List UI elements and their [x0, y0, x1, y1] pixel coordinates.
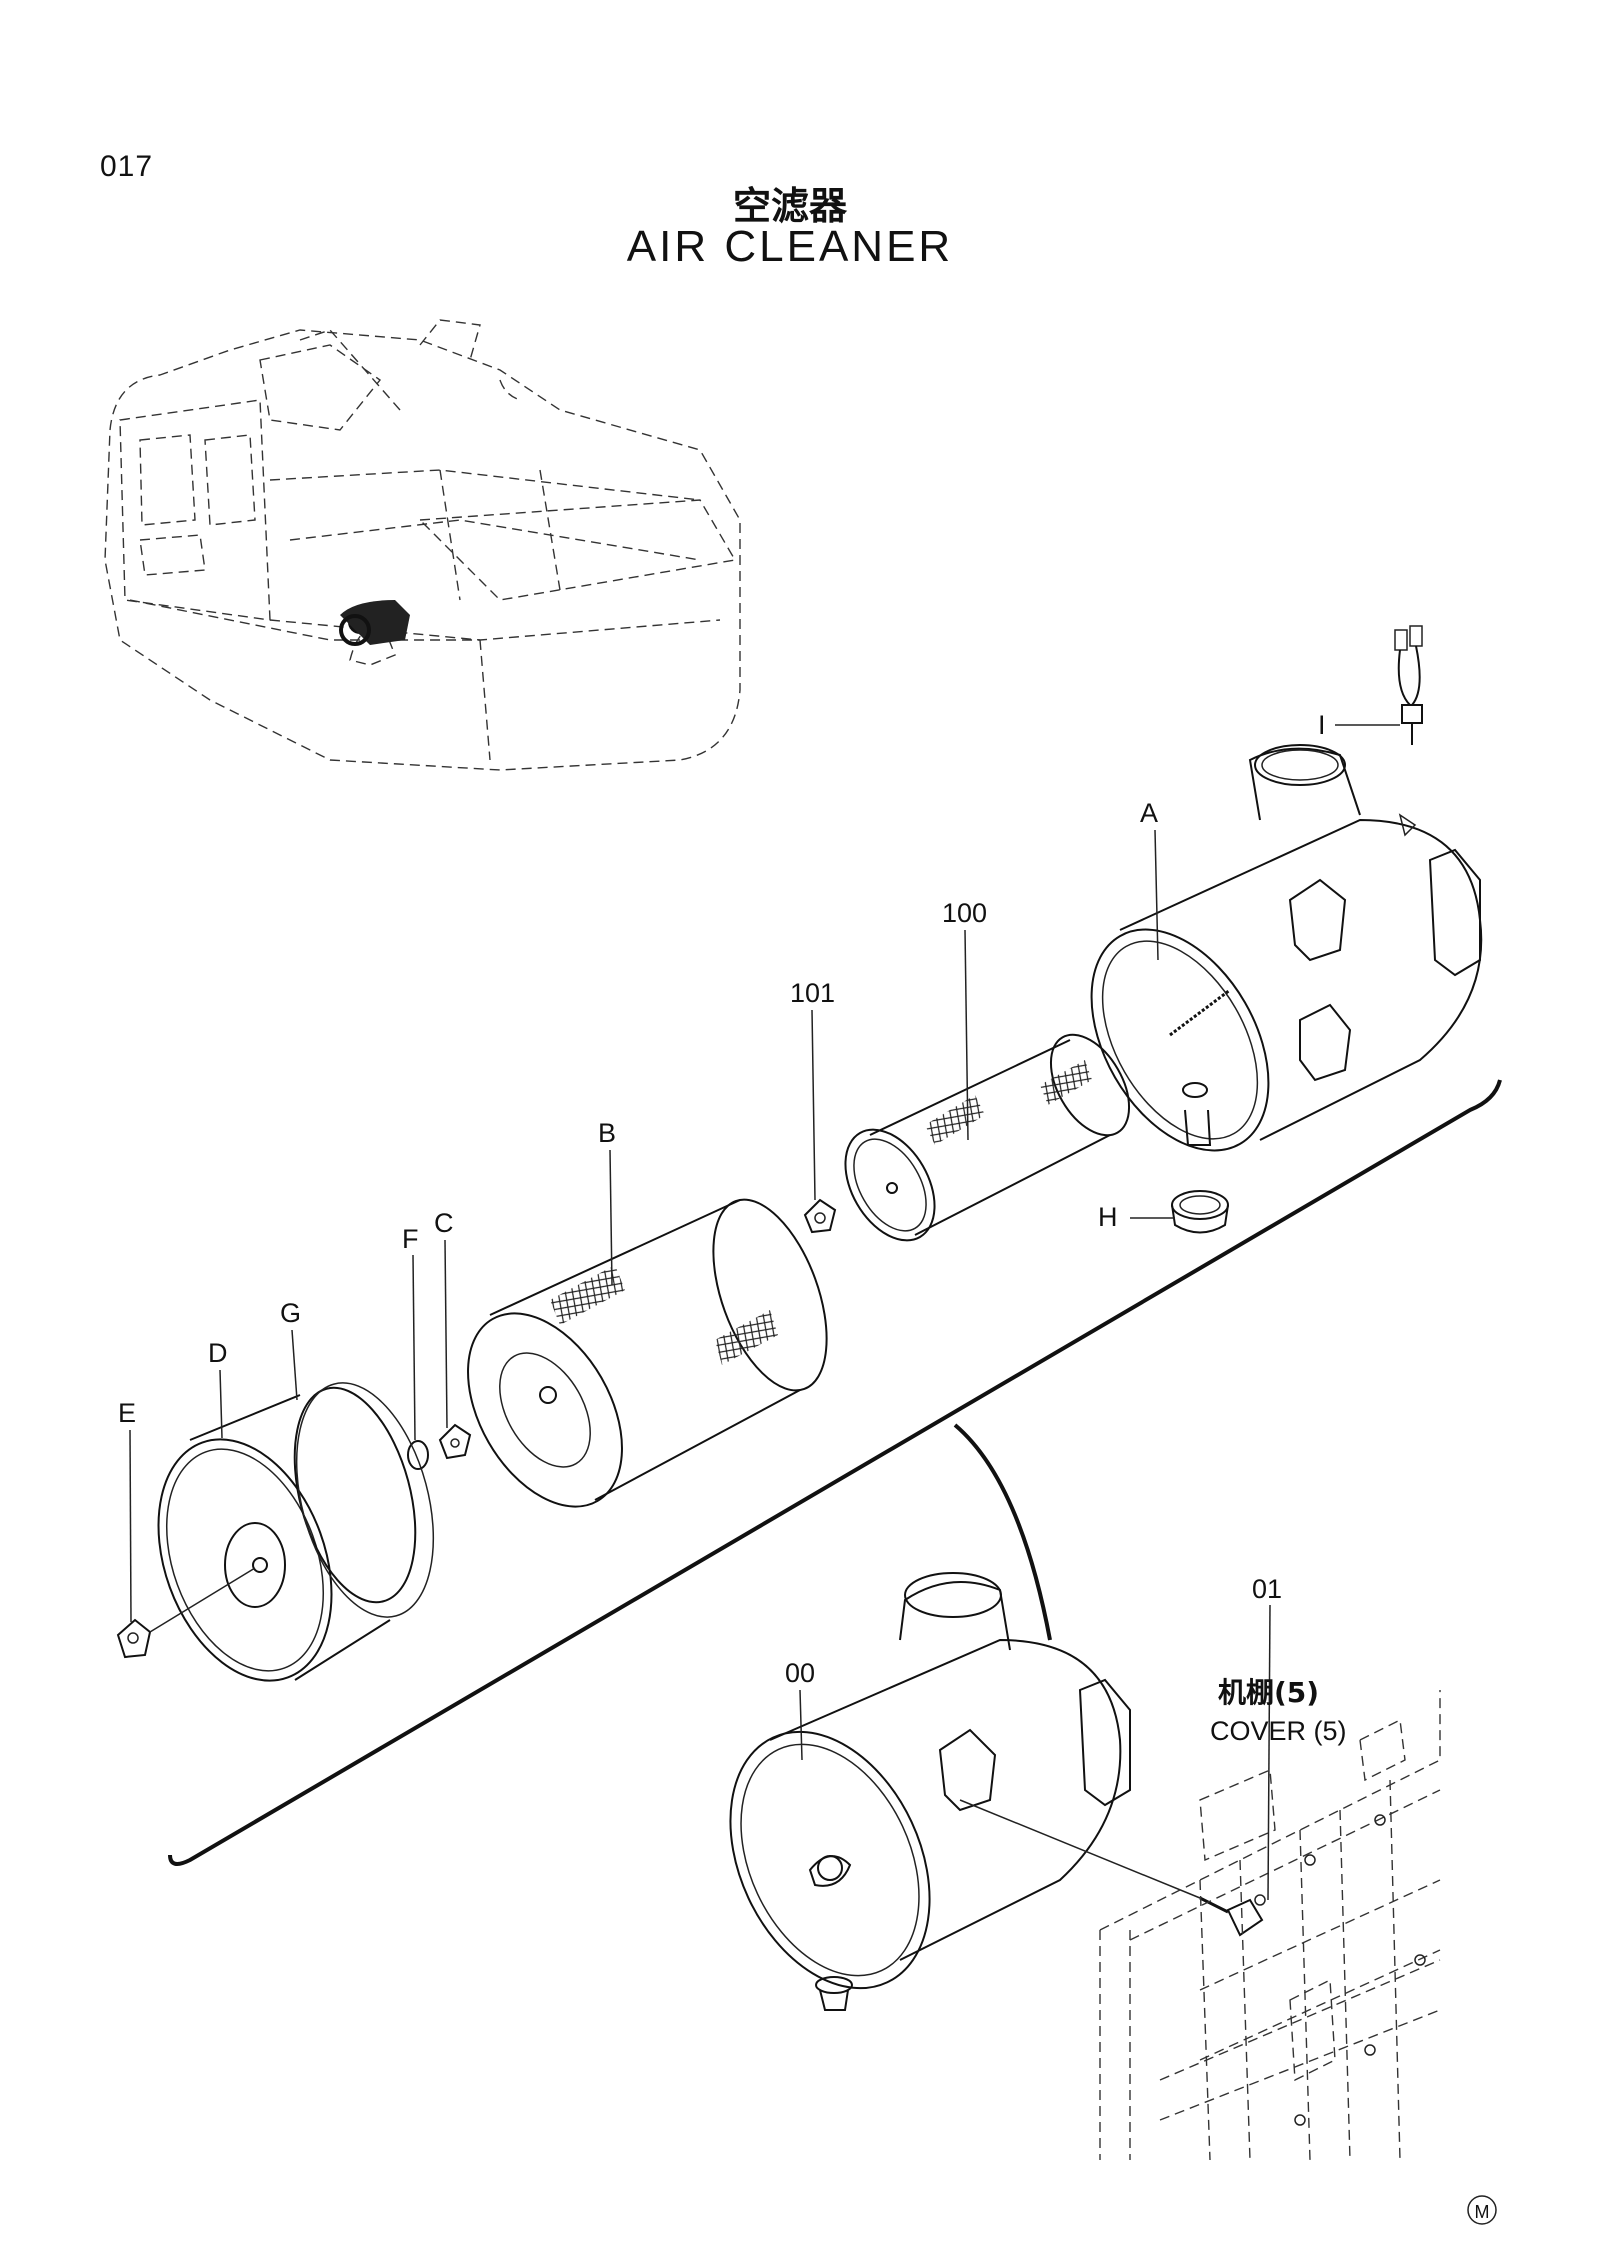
callout-leader-lines — [129, 724, 1400, 1901]
cover-reference-english: COVER (5) — [1210, 1716, 1347, 1746]
air-cleaner-housing-A — [1090, 744, 1483, 1152]
page-number: 017 — [100, 150, 154, 183]
callout-D: D — [208, 1338, 228, 1368]
machine-overview-illustration — [104, 319, 741, 771]
primary-element-B — [467, 1198, 828, 1508]
seal-ring-G — [295, 1382, 435, 1618]
callout-H: H — [1098, 1202, 1118, 1232]
callout-01: 01 — [1252, 1574, 1282, 1604]
wing-nut-E — [116, 1567, 256, 1659]
callout-C: C — [434, 1208, 454, 1238]
callout-00: 00 — [785, 1658, 815, 1688]
callout-101: 101 — [790, 978, 835, 1008]
wing-nut-C — [438, 1423, 472, 1460]
callout-B: B — [598, 1118, 616, 1148]
detail-leader-curve — [953, 1423, 1052, 1641]
footer-m-letter: M — [1475, 2202, 1490, 2222]
o-ring-F — [407, 1440, 429, 1470]
footer-m-mark: M — [1467, 2195, 1497, 2225]
bolt-01 — [959, 1799, 1264, 1937]
wing-nut-101 — [803, 1198, 837, 1234]
air-cleaner-assembly-00 — [729, 1572, 1131, 2011]
safety-element-100 — [844, 1033, 1131, 1242]
title-english: AIR CLEANER — [626, 222, 954, 271]
clamp-H — [1171, 1190, 1229, 1234]
title-chinese: 空滤器 — [732, 184, 847, 228]
callout-I: I — [1318, 710, 1326, 740]
callout-G: G — [280, 1298, 301, 1328]
cover-reference-chinese: 机棚(5) — [1218, 1676, 1319, 1709]
section-boundary-curve — [168, 1079, 1502, 1866]
callout-100: 100 — [942, 898, 987, 928]
callout-E: E — [118, 1398, 136, 1428]
callout-F: F — [402, 1224, 419, 1254]
end-cover-D — [157, 1386, 417, 1682]
callout-A: A — [1140, 798, 1158, 828]
restriction-indicator-I — [1394, 625, 1423, 745]
cover-panel-5 — [1099, 1690, 1441, 2161]
